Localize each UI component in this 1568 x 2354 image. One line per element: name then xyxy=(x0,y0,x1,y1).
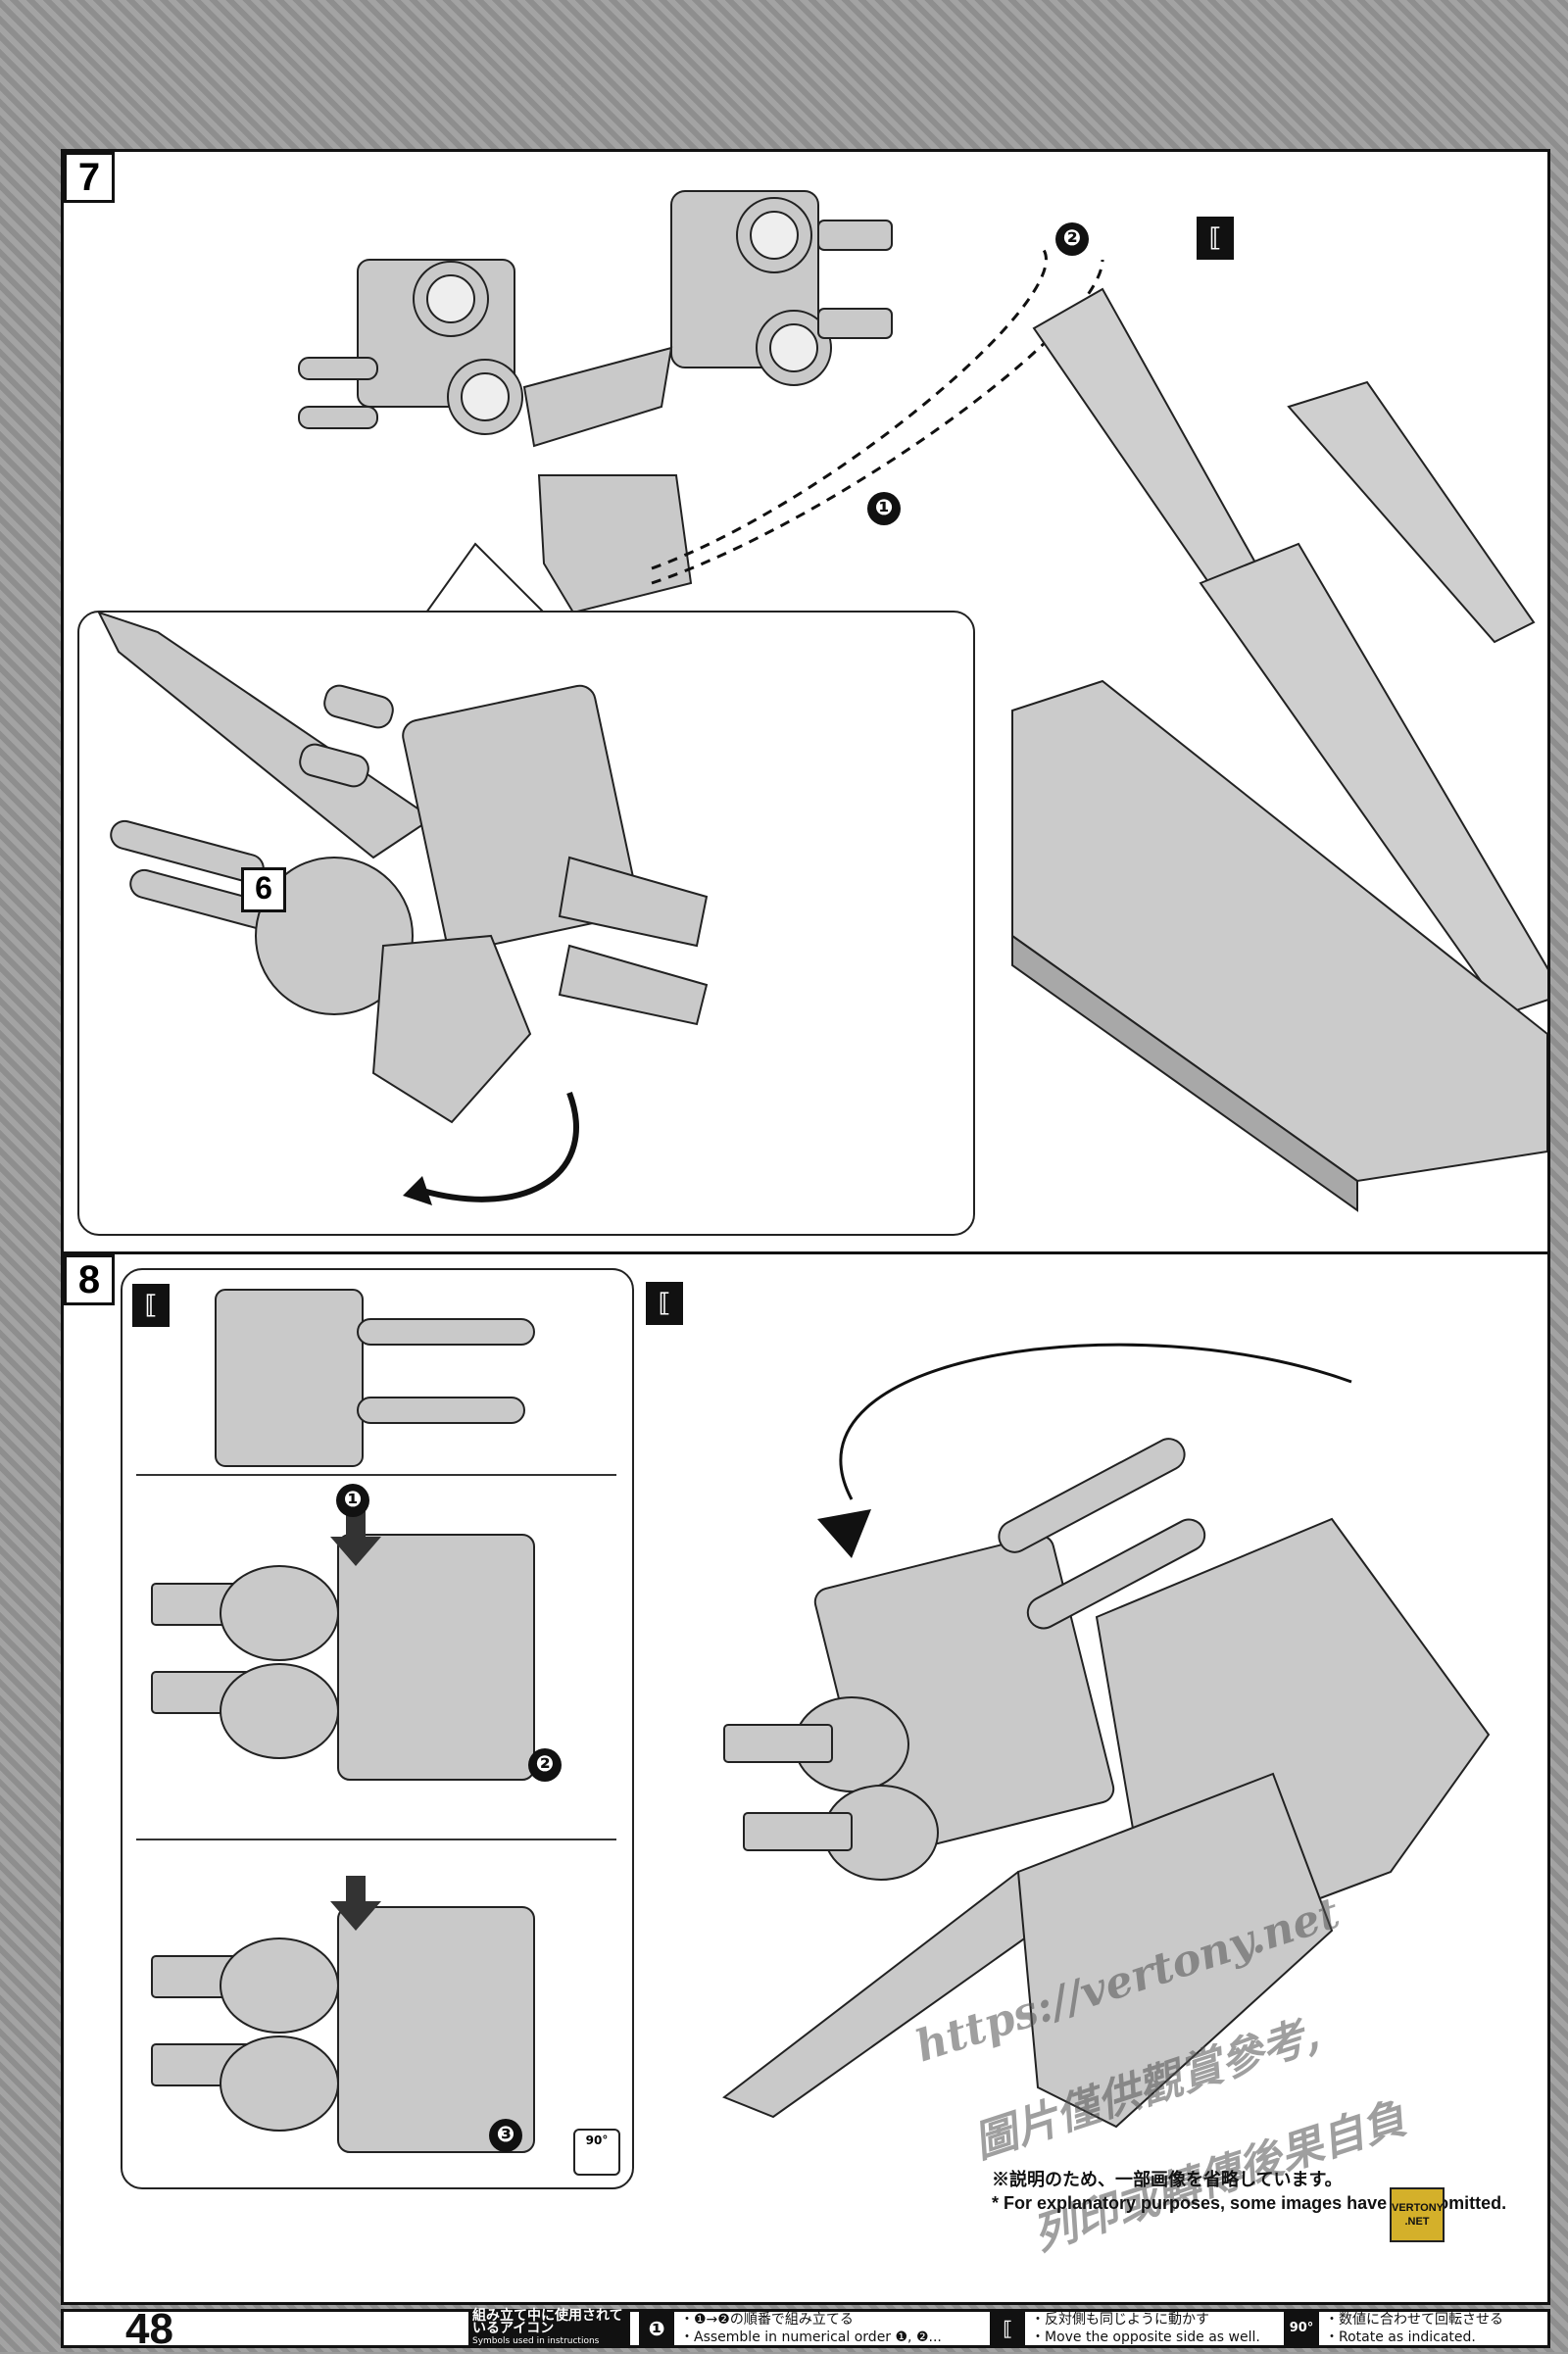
step-8-panel: 8 ⟦ xyxy=(64,1254,1547,2189)
vertony-logo: VERTONY .NET xyxy=(1390,2187,1445,2242)
legend-order-jp: ・❶→❷の順番で組み立てる xyxy=(680,2312,854,2328)
legend-rotate-icon: 90° xyxy=(1284,2311,1319,2346)
legend-rotate-text: ・数値に合わせて回転させる ・Rotate as indicated. xyxy=(1325,2311,1545,2346)
rotation-arrow xyxy=(839,1343,1352,1500)
insertion-path xyxy=(651,249,1104,585)
mirror-side-icon: ⟦ xyxy=(132,1284,170,1327)
mirror-side-icon: ⟦ xyxy=(1197,217,1234,260)
down-arrow-icon xyxy=(330,1876,381,1931)
legend-order-text: ・❶→❷の順番で組み立てる ・Assemble in numerical ord… xyxy=(680,2311,974,2346)
legend-order-icon: ❶ xyxy=(639,2311,674,2346)
legend-title-jp: 組み立て中に使用されているアイコン xyxy=(472,2308,623,2336)
page-number: 48 xyxy=(125,2305,173,2353)
legend-order-en: ・Assemble in numerical order ❶, ❷... xyxy=(680,2329,942,2345)
down-arrow-icon xyxy=(330,1511,381,1566)
step-7-detail-callout: 6 xyxy=(77,611,975,1236)
step-number: 7 xyxy=(64,152,115,203)
step-badge-1: ❶ xyxy=(336,1484,369,1517)
step-badge-1: ❶ xyxy=(867,492,901,525)
legend-rotate-jp: ・数値に合わせて回転させる xyxy=(1325,2312,1503,2328)
legend-title-en: Symbols used in instructions xyxy=(472,2336,600,2346)
rotate-90-icon: 90° xyxy=(573,2129,620,2176)
sequence-divider xyxy=(136,1474,616,1476)
rotation-arrow xyxy=(421,1091,579,1202)
sequence-divider xyxy=(136,1839,616,1840)
callout-pointer xyxy=(424,542,547,613)
rotate-90-label: 90° xyxy=(585,2133,609,2147)
step-7-panel: 7 xyxy=(64,152,1547,1254)
display-base xyxy=(1011,679,1547,1212)
step-8-sequence-callout: ⟦ xyxy=(121,1268,634,2189)
logo-line-2: .NET xyxy=(1404,2216,1430,2228)
instruction-page: 7 xyxy=(61,149,1550,2305)
legend-mirror-en: ・Move the opposite side as well. xyxy=(1031,2329,1260,2345)
legend-title: 組み立て中に使用されているアイコン Symbols used in instru… xyxy=(468,2309,630,2348)
detail-illustration xyxy=(97,613,709,1205)
step-badge-2: ❷ xyxy=(528,1748,562,1782)
legend-rotate-en: ・Rotate as indicated. xyxy=(1325,2329,1476,2345)
legend-mirror-jp: ・反対側も同じように動かす xyxy=(1031,2312,1209,2328)
step-7-illustration xyxy=(298,190,1547,1212)
omission-note-jp: ※説明のため、一部画像を省略しています。 xyxy=(992,2170,1343,2189)
wing-binder xyxy=(1032,287,1547,1016)
step-number: 8 xyxy=(64,1254,115,1305)
omission-note-en: * For explanatory purposes, some images … xyxy=(992,2193,1507,2213)
backpack-unit xyxy=(298,190,893,614)
sequence-illustrations xyxy=(151,1289,535,2153)
omission-note: ※説明のため、一部画像を省略しています。 * For explanatory p… xyxy=(992,2168,1541,2215)
logo-line-1: VERTONY xyxy=(1392,2202,1444,2214)
mirror-side-icon: ⟦ xyxy=(646,1282,683,1325)
part-reference-box: 6 xyxy=(241,867,286,912)
step-badge-3: ❸ xyxy=(489,2119,522,2152)
step-badge-2: ❷ xyxy=(1055,222,1089,256)
step-8-main-illustration xyxy=(721,1343,1491,2129)
legend-mirror-icon: ⟦ xyxy=(990,2311,1025,2346)
legend-mirror-text: ・反対側も同じように動かす ・Move the opposite side as… xyxy=(1031,2311,1276,2346)
